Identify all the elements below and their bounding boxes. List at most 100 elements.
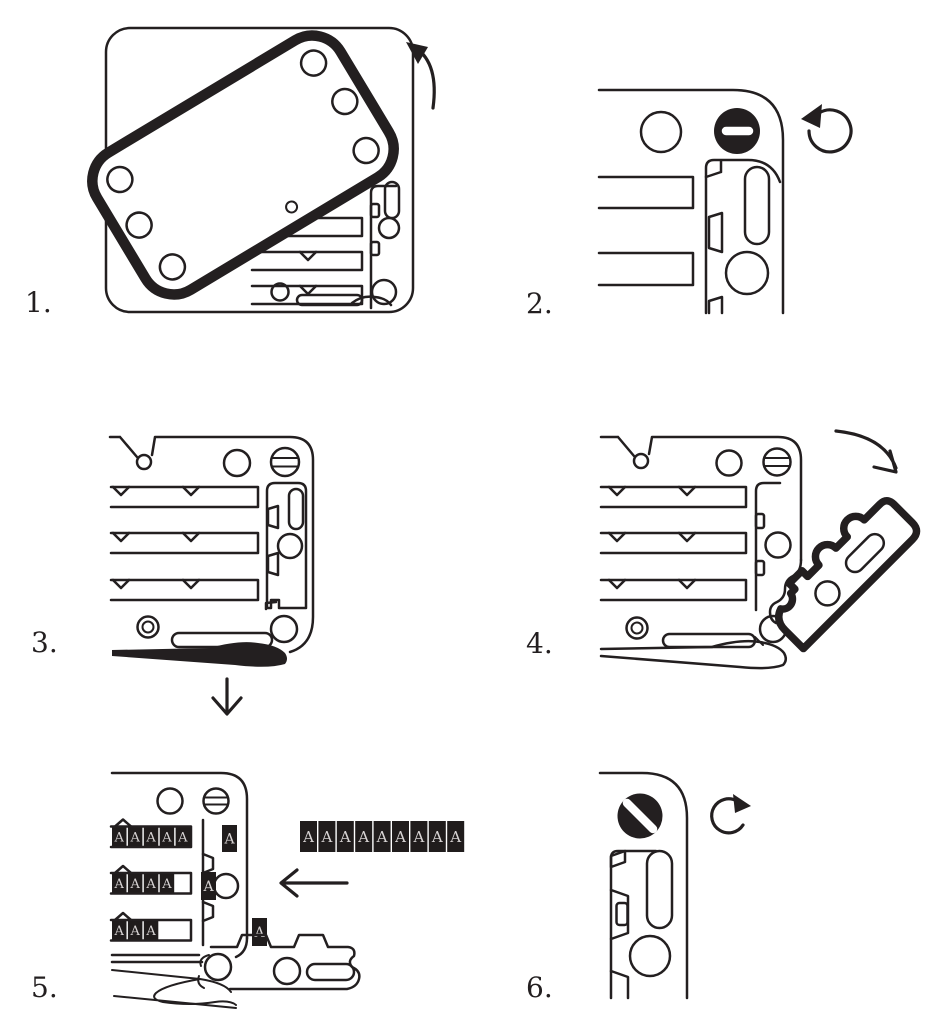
cover-hole — [352, 136, 380, 165]
tile-letter: A — [145, 830, 156, 845]
rail-clips — [201, 852, 215, 923]
rail-hole — [814, 580, 841, 607]
hanger-hook-hole — [135, 453, 153, 471]
pivot-hole-inner — [630, 621, 644, 635]
rail-hole — [272, 956, 302, 986]
rail-clip — [707, 211, 724, 254]
tile-letter: A — [302, 828, 314, 846]
letter-tile — [127, 874, 143, 893]
letter-row-slots — [599, 485, 748, 602]
step-label-2: 2. — [526, 287, 553, 320]
pivot-hole-inner — [141, 620, 155, 634]
cover-hole — [299, 49, 328, 77]
rotate-counterclockwise-lift-arrow-icon — [406, 42, 428, 64]
letter-tile — [392, 821, 409, 852]
base-corner-hole — [370, 278, 398, 306]
step-label-1: 1. — [25, 286, 52, 319]
rail-clips — [266, 504, 280, 577]
letter-tile — [201, 872, 216, 900]
letter-tile — [252, 918, 267, 946]
corner-tab — [264, 600, 278, 611]
tile-letter: A — [114, 830, 125, 845]
rail-clip-window — [615, 901, 629, 927]
side-rail — [265, 481, 308, 610]
tile-letter: A — [129, 877, 140, 892]
letter-tile — [143, 874, 159, 893]
tile-letter: A — [177, 830, 188, 845]
step3-figure — [108, 435, 315, 716]
letter-tile — [112, 874, 127, 893]
cover-hole — [125, 211, 153, 239]
screw-slot-lines — [271, 457, 299, 468]
rail-hole — [276, 532, 304, 560]
base-corner-hole — [269, 614, 299, 644]
step-label-6: 6. — [526, 971, 553, 1004]
tile-letter: A — [223, 832, 235, 848]
rotate-ccw-arrow-icon — [801, 104, 822, 128]
step4-figure — [599, 429, 921, 670]
rail-seat-edge — [754, 481, 782, 612]
tile-letter: A — [129, 924, 140, 939]
rail-outline — [774, 497, 921, 653]
screw-slot-diagonal — [622, 798, 658, 834]
letter-tile — [300, 821, 317, 852]
screw-in-arrow-shaft — [710, 797, 745, 835]
screw-slot-lines — [763, 457, 791, 467]
rail-hole — [724, 250, 770, 296]
letter-tile — [318, 821, 336, 852]
cover-plate — [87, 30, 399, 300]
tile-letter: A — [129, 830, 140, 845]
letter-tile — [410, 821, 428, 852]
letter-tile — [143, 827, 159, 846]
side-rail-edge — [704, 158, 782, 315]
latch-lever — [350, 295, 393, 307]
letter-tile — [143, 921, 159, 940]
letter-tile — [222, 825, 237, 852]
base-hole — [715, 449, 743, 477]
fold-out-cw-arrow-icon — [834, 429, 898, 474]
rail-top-tab — [609, 849, 627, 869]
latch-lever-edge — [111, 969, 237, 1009]
step1-figure — [87, 26, 436, 314]
hinged-rail-open — [774, 497, 921, 653]
base-hole — [639, 110, 683, 154]
rail-clip — [609, 969, 630, 1000]
tile-rail-bottom: A — [252, 918, 267, 946]
tile-letter: A — [114, 877, 125, 892]
letter-tile — [428, 821, 446, 852]
rail-top-tab — [704, 159, 723, 179]
tile-letter: A — [145, 877, 156, 892]
step6-figure — [598, 771, 751, 1000]
step-label-4: 4. — [526, 627, 553, 660]
tile-letter: A — [431, 828, 443, 846]
rail-pill-slot — [844, 532, 886, 574]
base-corner-detail — [597, 88, 785, 315]
base-pill-slot — [295, 293, 364, 307]
hinge-hole — [203, 952, 233, 982]
rail-clip — [707, 295, 724, 315]
row-notches — [111, 485, 201, 590]
tile-letter: A — [357, 828, 369, 846]
letter-tile — [159, 874, 175, 893]
cover-small-hole — [285, 200, 299, 214]
rail-pill-slot — [305, 962, 356, 982]
rail-clip-seat — [754, 512, 766, 530]
base-hole — [270, 282, 290, 302]
pivot-hole-outer — [625, 616, 649, 640]
cover-hole — [331, 87, 359, 116]
base-outline — [108, 435, 315, 654]
rail-clip — [369, 202, 381, 219]
letter-tile — [355, 821, 373, 852]
rail-hole — [628, 934, 672, 978]
base-corner-detail — [598, 771, 689, 1000]
step-label-5: 5. — [31, 971, 58, 1004]
tile-letter: A — [114, 924, 125, 939]
cover-outline — [87, 30, 399, 300]
tile-letter: A — [412, 828, 424, 846]
step-label-3: 3. — [31, 626, 58, 659]
